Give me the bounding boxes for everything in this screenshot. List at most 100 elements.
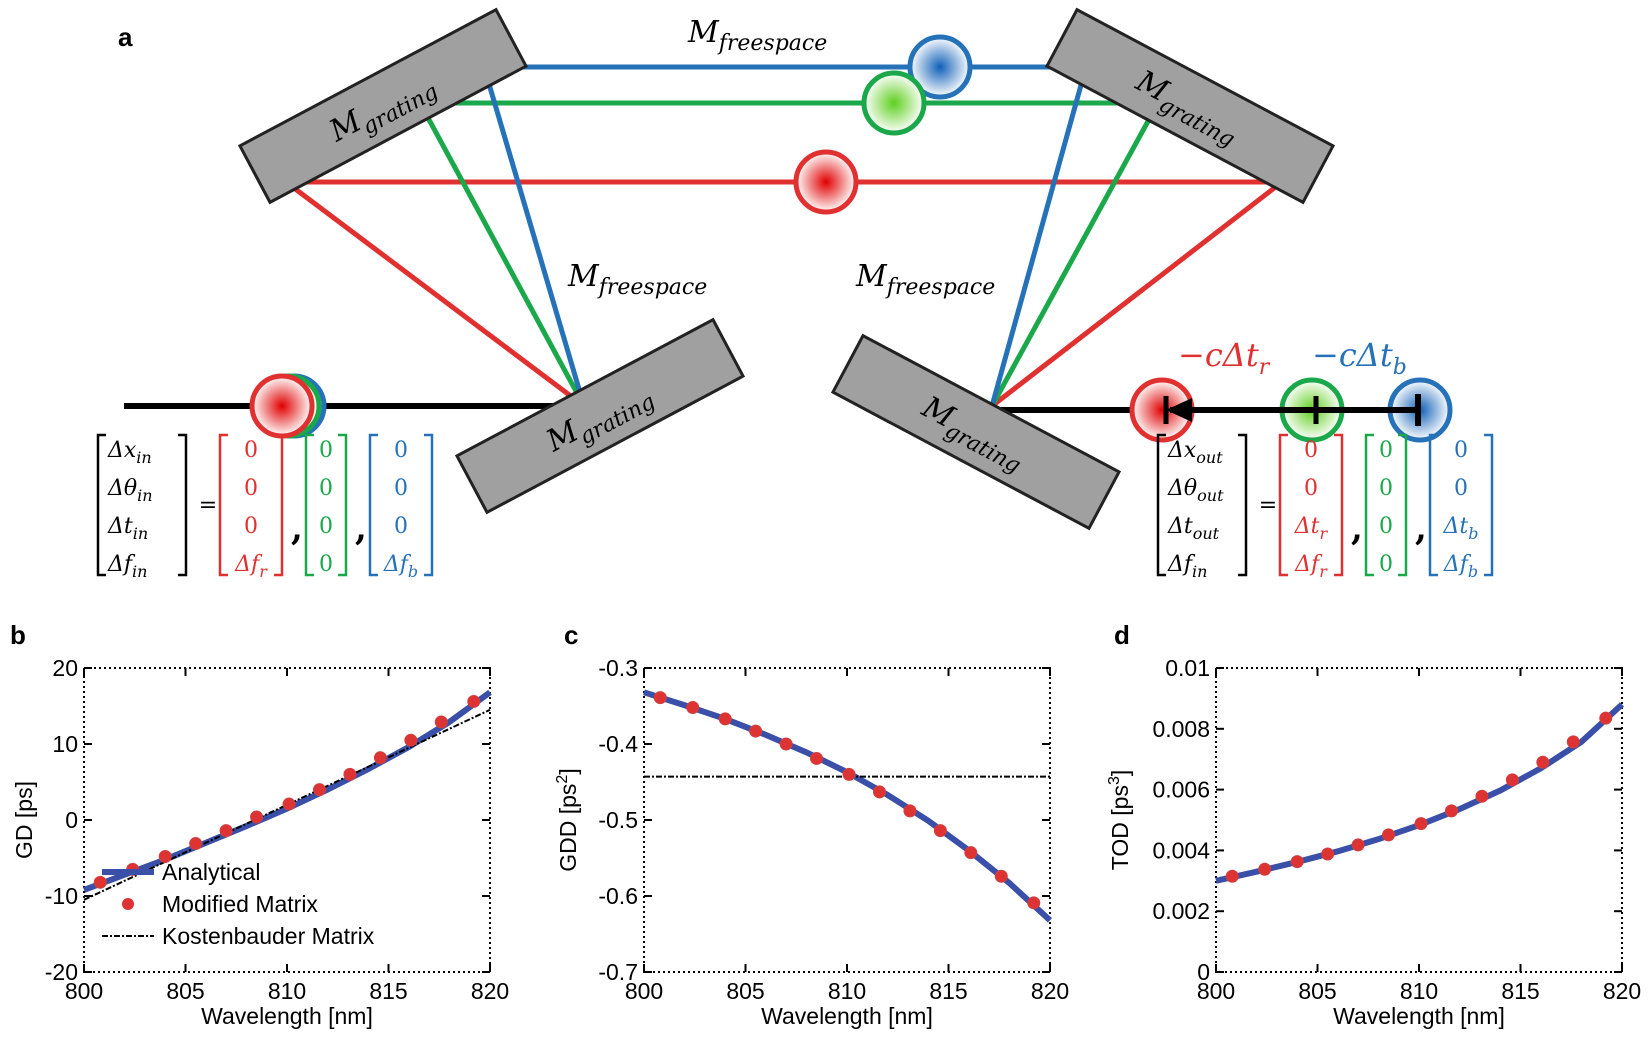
series-modified-point <box>93 875 107 889</box>
series-modified-point <box>1599 711 1613 725</box>
series-modified-point <box>872 785 886 799</box>
matrix-entry: 0 <box>1379 438 1393 463</box>
x-tick-label: 815 <box>1501 978 1539 1004</box>
grating-bottom-left: Mgrating <box>454 317 746 515</box>
x-tick-label: 815 <box>929 978 967 1004</box>
matrix-bracket-right <box>1334 433 1344 577</box>
y-tick-label: -0.5 <box>598 807 638 833</box>
freespace-label-top: Mfreespace <box>687 15 827 56</box>
series-analytical <box>1215 702 1625 884</box>
x-tick-label: 805 <box>726 978 764 1004</box>
series-modified-point <box>964 846 978 860</box>
matrix-entry: 0 <box>1454 438 1468 463</box>
series-modified-point <box>434 715 448 729</box>
vector-bracket-left <box>96 433 106 577</box>
green-beam-left <box>415 100 1163 408</box>
y-tick-label: -0.6 <box>598 883 638 909</box>
y-axis-label: GDD [ps2] <box>554 768 581 871</box>
delay-label-blue: −cΔtb <box>1312 336 1407 380</box>
matrix-bracket-right <box>1484 433 1494 577</box>
comma: , <box>1415 509 1427 549</box>
matrix-entry: Δtb <box>1443 514 1479 543</box>
matrix-bracket-left <box>1278 433 1288 577</box>
y-axis-label: GD [ps] <box>11 781 37 859</box>
series-modified-point <box>1321 847 1335 861</box>
matrix-entry: 0 <box>319 552 333 577</box>
red-pulse-top <box>793 149 859 215</box>
series-modified-point <box>1566 735 1580 749</box>
y-tick-label: 0.006 <box>1152 777 1210 803</box>
vector-entry: Δxout <box>1167 438 1223 467</box>
matrix-bracket-right <box>338 433 348 577</box>
series-modified-point <box>219 824 233 838</box>
y-tick-label: -10 <box>45 883 78 909</box>
legend-label: Analytical <box>162 859 260 885</box>
y-tick-label: -20 <box>45 959 78 985</box>
vector-entry: Δxin <box>107 438 152 467</box>
green-pulse-top <box>861 70 927 136</box>
matrix-entry: Δfr <box>1294 552 1328 581</box>
freespace-label-right: Mfreespace <box>855 259 995 300</box>
legend-swatch-modified <box>122 898 134 910</box>
y-tick-label: -0.7 <box>598 959 638 985</box>
series-modified-point <box>404 733 418 747</box>
x-tick-label: 820 <box>471 978 509 1004</box>
x-tick-label: 810 <box>828 978 866 1004</box>
matrix-bracket-right <box>1398 433 1408 577</box>
matrix-entry: 0 <box>1304 438 1318 463</box>
series-modified-point <box>1225 869 1239 883</box>
x-axis-label: Wavelength [nm] <box>1333 1003 1505 1029</box>
series-modified-point <box>1414 817 1428 831</box>
matrix-entry: Δtr <box>1294 514 1329 543</box>
matrix-bracket-right <box>274 433 284 577</box>
x-tick-label: 800 <box>625 978 663 1004</box>
series-modified-point <box>1027 896 1041 910</box>
y-tick-label: 0.008 <box>1152 716 1210 742</box>
y-tick-label: 0.01 <box>1165 655 1210 681</box>
matrix-entry: 0 <box>394 438 408 463</box>
series-modified-point <box>779 737 793 751</box>
series-modified-point <box>1290 855 1304 869</box>
series-analytical <box>643 689 1053 923</box>
x-tick-label: 805 <box>166 978 204 1004</box>
equals-sign: = <box>1259 493 1277 518</box>
comma: , <box>291 509 303 549</box>
series-modified-point <box>1475 789 1489 803</box>
matrix-entry: Δfr <box>234 552 268 581</box>
series-analytical <box>82 689 492 893</box>
matrix-entry: 0 <box>244 476 258 501</box>
matrix-entry: 0 <box>244 514 258 539</box>
comma: , <box>355 509 367 549</box>
beam-paths <box>278 64 1290 408</box>
blue-beam-left <box>480 64 1090 407</box>
series-modified-point <box>312 783 326 797</box>
x-tick-label: 805 <box>1298 978 1336 1004</box>
vector-bracket-right <box>178 433 188 577</box>
vector-bracket-left <box>1156 433 1166 577</box>
matrix-bracket-right <box>424 433 434 577</box>
matrix-entry: 0 <box>394 514 408 539</box>
y-tick-label: 10 <box>52 731 78 757</box>
series-modified-point <box>250 810 264 824</box>
series-modified-point <box>467 694 481 708</box>
vector-entry: Δfin <box>1167 552 1207 581</box>
series-modified-point <box>1382 828 1396 842</box>
y-tick-label: 0.002 <box>1152 898 1210 924</box>
series-modified-point <box>842 767 856 781</box>
grating-bottom-right: Mgrating <box>830 333 1122 531</box>
matrix-entry: 0 <box>1304 476 1318 501</box>
y-axis-label: TOD [ps3] <box>1106 770 1133 871</box>
series-modified-point <box>282 797 296 811</box>
x-tick-label: 800 <box>1197 978 1235 1004</box>
delay-label-red: −cΔtr <box>1178 336 1271 380</box>
vector-entry: Δtin <box>107 514 148 543</box>
x-axis-label: Wavelength [nm] <box>201 1003 373 1029</box>
series-modified-point <box>903 804 917 818</box>
delay-arrow-head-overlay <box>1166 398 1192 422</box>
matrix-entry: 0 <box>319 514 333 539</box>
series-modified-point <box>994 869 1008 883</box>
series-modified-point <box>189 837 203 851</box>
y-tick-label: 20 <box>52 655 78 681</box>
